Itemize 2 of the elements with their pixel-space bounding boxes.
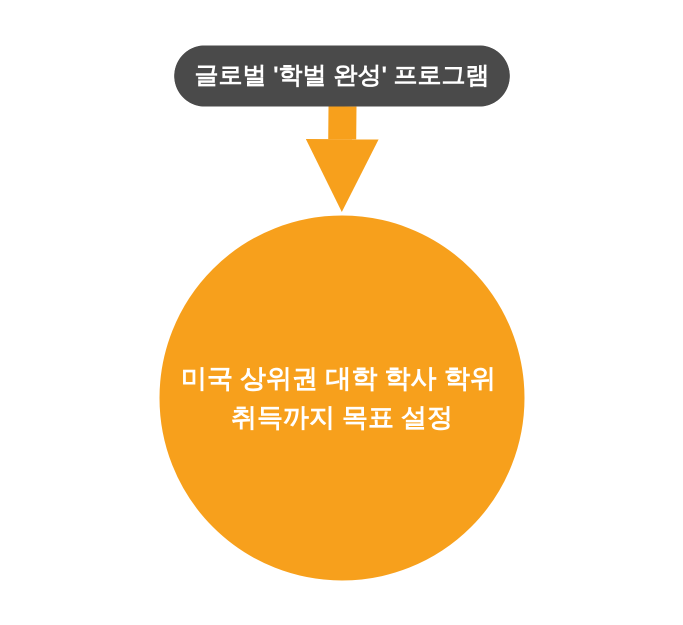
circle-node: 미국 상위권 대학 학사 학위 취득까지 목표 설정 [159,215,524,580]
pill-node: 글로벌 '학벌 완성' 프로그램 [174,45,510,106]
